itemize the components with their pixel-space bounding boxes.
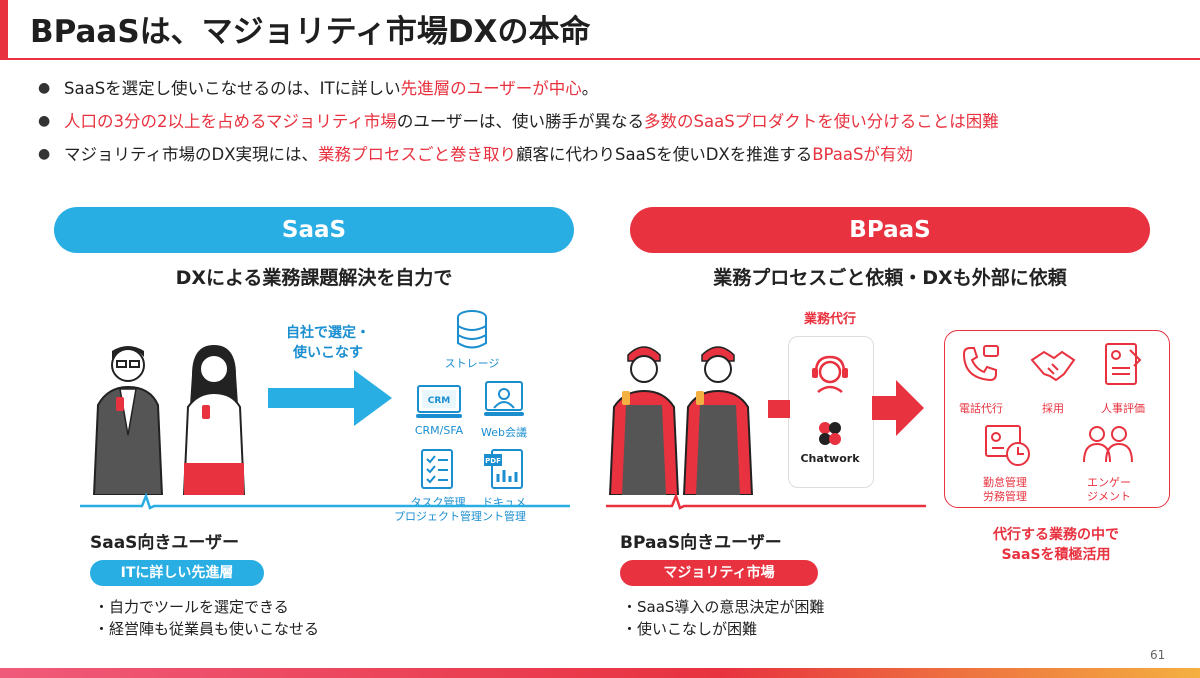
bpaas-note-2: ・使いこなしが困難 — [622, 620, 758, 638]
bullet-highlight-text: 人口の3分の2以上を占めるマジョリティ市場 — [64, 112, 397, 131]
footer-gradient-bar — [0, 668, 1200, 678]
crm-badge-text: CRM — [428, 396, 451, 406]
attendance-icon — [985, 425, 1030, 466]
bullet-item: ● SaaSを選定し使いこなせるのは、ITに詳しい先進層のユーザーが中心。 — [38, 72, 1188, 105]
bpaas-arrow-left-icon — [768, 400, 790, 418]
bpaas-workers-illustration — [608, 346, 754, 495]
bpaas-user-title: BPaaS向きユーザー — [620, 533, 782, 553]
title-accent-bar — [0, 0, 8, 58]
chatwork-label: Chatwork — [800, 452, 860, 465]
document-label-2: ント管理 — [482, 510, 526, 523]
phone-support-label: 電話代行 — [959, 402, 1003, 415]
saas-arrow-label-1: 自社で選定・ — [286, 325, 370, 341]
task-management-icon — [421, 449, 453, 489]
engagement-label-2: ジメント — [1087, 490, 1131, 503]
crm-icon: CRM — [416, 385, 462, 418]
services-box — [944, 330, 1170, 508]
hr-evaluation-label: 人事評価 — [1101, 402, 1145, 415]
worker-figure-1 — [608, 346, 680, 495]
bullet-highlight-text: 多数のSaaSプロダクトを使い分けることは困難 — [644, 112, 999, 131]
saas-arrow-icon — [268, 370, 392, 426]
bpaas-divider-line — [606, 492, 926, 510]
bpaas-note-1: ・SaaS導入の意思決定が困難 — [622, 598, 825, 616]
task-label-2: プロジェクト管理 — [394, 510, 482, 523]
saas-pill: SaaS — [54, 207, 574, 253]
crm-label: CRM/SFA — [414, 424, 464, 437]
bpaas-caption-1: 代行する業務の中で — [993, 527, 1119, 543]
operator-headset-icon — [812, 355, 848, 393]
saas-arrow-label-2: 使いこなす — [293, 345, 363, 361]
storage-icon — [457, 310, 487, 349]
saas-note-2: ・経営陣も従業員も使いこなせる — [94, 620, 320, 638]
bullet-dot-icon: ● — [38, 113, 51, 129]
bpaas-user-tag: マジョリティ市場 — [620, 560, 818, 586]
saas-subheading: DXによる業務課題解決を自力で — [175, 267, 453, 289]
bullet-text: 。 — [581, 79, 599, 98]
document-icon: PDF — [484, 449, 523, 489]
bullet-dot-icon: ● — [38, 146, 51, 162]
pdf-badge-text: PDF — [485, 457, 501, 465]
chatwork-logo-icon — [819, 422, 841, 445]
saas-user-tag: ITに詳しい先進層 — [90, 560, 264, 586]
worker-figure-2 — [682, 346, 754, 495]
hiring-label: 採用 — [1042, 402, 1064, 415]
woman-figure — [182, 345, 246, 495]
bpaas-subheading: 業務プロセスごと依頼・DXも外部に依頼 — [713, 267, 1067, 289]
bpaas-arrow-right-icon — [872, 380, 924, 436]
handshake-icon — [1030, 350, 1076, 382]
slide-title: BPaaSは、マジョリティ市場DXの本命 — [30, 14, 591, 50]
service-label: 業務代行 — [803, 312, 856, 327]
bullet-text: マジョリティ市場のDX実現には、 — [64, 145, 319, 164]
web-meeting-label: Web会議 — [481, 426, 527, 439]
bpaas-caption-2: SaaSを積極活用 — [1001, 547, 1111, 563]
bullet-dot-icon: ● — [38, 80, 51, 96]
bullet-text: SaaSを選定し使いこなせるのは、ITに詳しい — [64, 79, 401, 98]
title-underline — [0, 58, 1200, 60]
attendance-label-2: 労務管理 — [983, 490, 1027, 503]
bullet-text: のユーザーは、使い勝手が異なる — [396, 112, 645, 131]
man-figure — [92, 346, 164, 495]
saas-users-illustration — [92, 345, 246, 495]
saas-note-1: ・自力でツールを選定できる — [94, 598, 289, 616]
web-meeting-icon — [484, 381, 524, 416]
bpaas-pill: BPaaS — [630, 207, 1150, 253]
saas-divider-line — [80, 492, 570, 510]
bullet-highlight-text: BPaaSが有効 — [812, 145, 913, 164]
attendance-label-1: 勤怠管理 — [983, 476, 1027, 489]
hr-evaluation-icon — [1105, 343, 1142, 385]
engagement-icon — [1083, 426, 1133, 463]
bullet-highlight-text: 先進層のユーザーが中心 — [400, 79, 582, 98]
bullet-item: ● 人口の3分の2以上を占めるマジョリティ市場のユーザーは、使い勝手が異なる多数の… — [38, 105, 1188, 138]
page-number: 61 — [1150, 648, 1166, 662]
bullet-highlight-text: 業務プロセスごと巻き取り — [318, 145, 517, 164]
bullet-item: ● マジョリティ市場のDX実現には、業務プロセスごと巻き取り顧客に代わりSaaSを… — [38, 138, 1188, 171]
saas-user-title: SaaS向きユーザー — [90, 533, 240, 553]
bullet-list: ● SaaSを選定し使いこなせるのは、ITに詳しい先進層のユーザーが中心。 ● 人口の… — [38, 72, 1188, 171]
phone-support-icon — [962, 345, 999, 382]
storage-label: ストレージ — [444, 357, 500, 370]
engagement-label-1: エンゲー — [1087, 476, 1131, 489]
bullet-text: 顧客に代わりSaaSを使いDXを推進する — [516, 145, 813, 164]
